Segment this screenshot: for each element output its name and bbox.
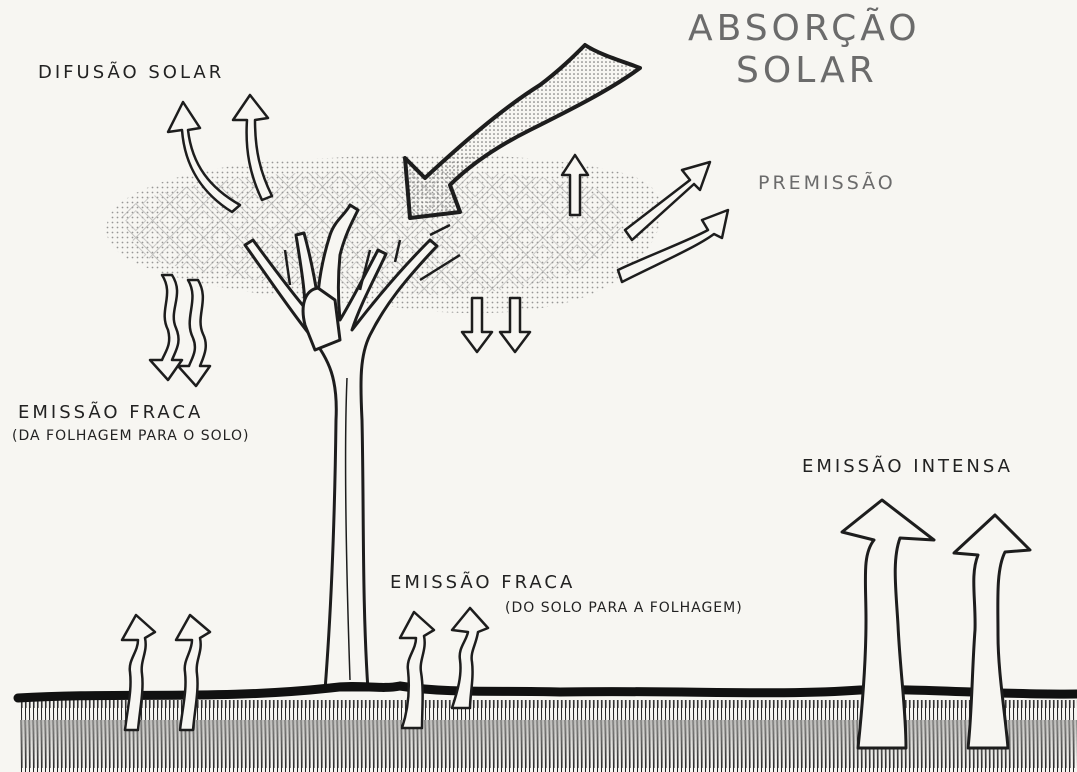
soil-emission-weak-left [120, 613, 212, 732]
diffusion-arrows [166, 93, 274, 214]
weak-emission-foliage-sublabel: (DA FOLHAGEM PARA O SOLO) [12, 428, 250, 444]
diffusion-label: DIFUSÃO SOLAR [38, 62, 225, 83]
premission-arrows [616, 160, 730, 284]
absorption-label-line1: ABSORÇÃO [688, 8, 921, 49]
absorption-label-line2: SOLAR [736, 50, 878, 91]
weak-emission-soil-label: EMISSÃO FRACA [390, 572, 576, 593]
ground [13, 681, 1077, 772]
weak-emission-foliage-label: EMISSÃO FRACA [18, 402, 204, 423]
soil-emission-intense [840, 498, 1032, 750]
canopy-down-arrows [460, 296, 532, 354]
sun-absorption-beam [403, 43, 642, 220]
foliage-canopy [106, 154, 662, 314]
tree [243, 203, 461, 692]
premission-label: PREMISSÃO [758, 172, 896, 194]
intense-emission-label: EMISSÃO INTENSA [802, 456, 1013, 477]
foliage-to-soil-wavy-arrows [148, 273, 212, 388]
soil-emission-weak-middle [398, 606, 490, 730]
canopy-up-arrow [560, 153, 590, 217]
weak-emission-soil-sublabel: (DO SOLO PARA A FOLHAGEM) [505, 600, 743, 616]
